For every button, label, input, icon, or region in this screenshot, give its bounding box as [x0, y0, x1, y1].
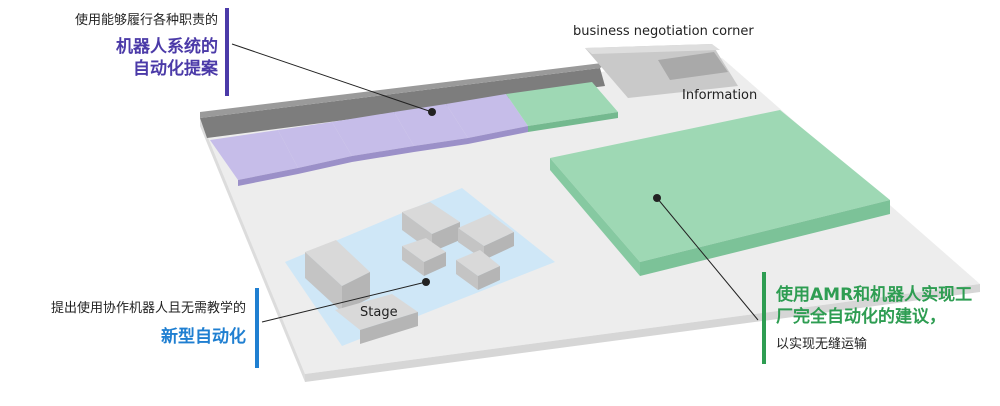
purple-cells [210, 94, 528, 186]
leader-line-bottom-left [261, 281, 427, 323]
box-front [484, 232, 514, 260]
purple-cell-side [468, 126, 528, 144]
box-top [305, 240, 370, 286]
floor-edge [305, 284, 980, 382]
leader-line-right [656, 197, 759, 321]
callout-right-line1: 使用AMR和机器人实现工 [776, 285, 973, 305]
purple-cell [278, 122, 352, 168]
callout-top-left-line3: 自动化提案 [133, 59, 218, 79]
box-side [402, 246, 424, 276]
green-amr-area-front [640, 200, 890, 276]
box-top [458, 214, 514, 246]
callout-bar-top-left [225, 8, 229, 96]
box-top [402, 202, 460, 234]
purple-cell-side [238, 168, 298, 186]
leader-line-top-left [231, 43, 433, 113]
stage-boxes [305, 202, 514, 344]
business-corner-shade [658, 52, 728, 80]
purple-cell [332, 112, 414, 156]
green-amr-area [550, 110, 890, 262]
box-front [342, 272, 370, 312]
callout-bar-right [762, 272, 766, 364]
box-top [456, 250, 500, 276]
green-cell-small-side [528, 112, 618, 132]
back-wall [200, 68, 605, 138]
purple-cell [210, 130, 298, 180]
callout-right-line2: 厂完全自动化的建议， [776, 307, 946, 327]
box-front [360, 312, 418, 344]
floor-left-edge [200, 118, 305, 382]
purple-cell-side [414, 138, 468, 152]
box-front [432, 222, 460, 252]
business-corner-top [585, 44, 720, 54]
callout-top-left-line1: 使用能够履行各种职责的 [74, 13, 218, 28]
box-top [335, 294, 418, 330]
purple-cell [446, 94, 528, 138]
box-side [456, 260, 478, 290]
callout-bottom-left-line2: 新型自动化 [161, 327, 246, 347]
back-wall-top [200, 62, 610, 118]
stage-label: Stage [360, 305, 398, 320]
callout-bottom-left-line1: 提出使用协作机器人且无需教学的 [50, 301, 246, 316]
green-cell-small [506, 82, 618, 126]
leader-dot-bottom-left [422, 278, 430, 286]
callout-top-left: 使用能够履行各种职责的 机器人系统的 自动化提案 [20, 12, 218, 80]
green-amr-area-left [550, 158, 640, 276]
purple-cell-side [298, 156, 352, 174]
callout-bottom-left: 提出使用协作机器人且无需教学的 新型自动化 [0, 300, 246, 348]
leader-dot-top-left [428, 108, 436, 116]
business-corner-label: business negotiation corner [573, 24, 754, 39]
callout-bar-bottom-left [255, 288, 259, 368]
callout-right: 使用AMR和机器人实现工 厂完全自动化的建议， 以实现无缝运输 [776, 284, 1000, 354]
box-front [478, 266, 500, 290]
purple-cell-side [352, 146, 414, 162]
callout-top-left-line2: 机器人系统的 [116, 37, 218, 57]
box-front [424, 252, 446, 276]
callout-right-line3: 以实现无缝运输 [776, 337, 868, 352]
box-side [305, 252, 342, 312]
information-label: Information [682, 88, 758, 103]
box-top [402, 238, 446, 262]
leader-dot-right [653, 194, 661, 202]
purple-cell [394, 104, 468, 146]
